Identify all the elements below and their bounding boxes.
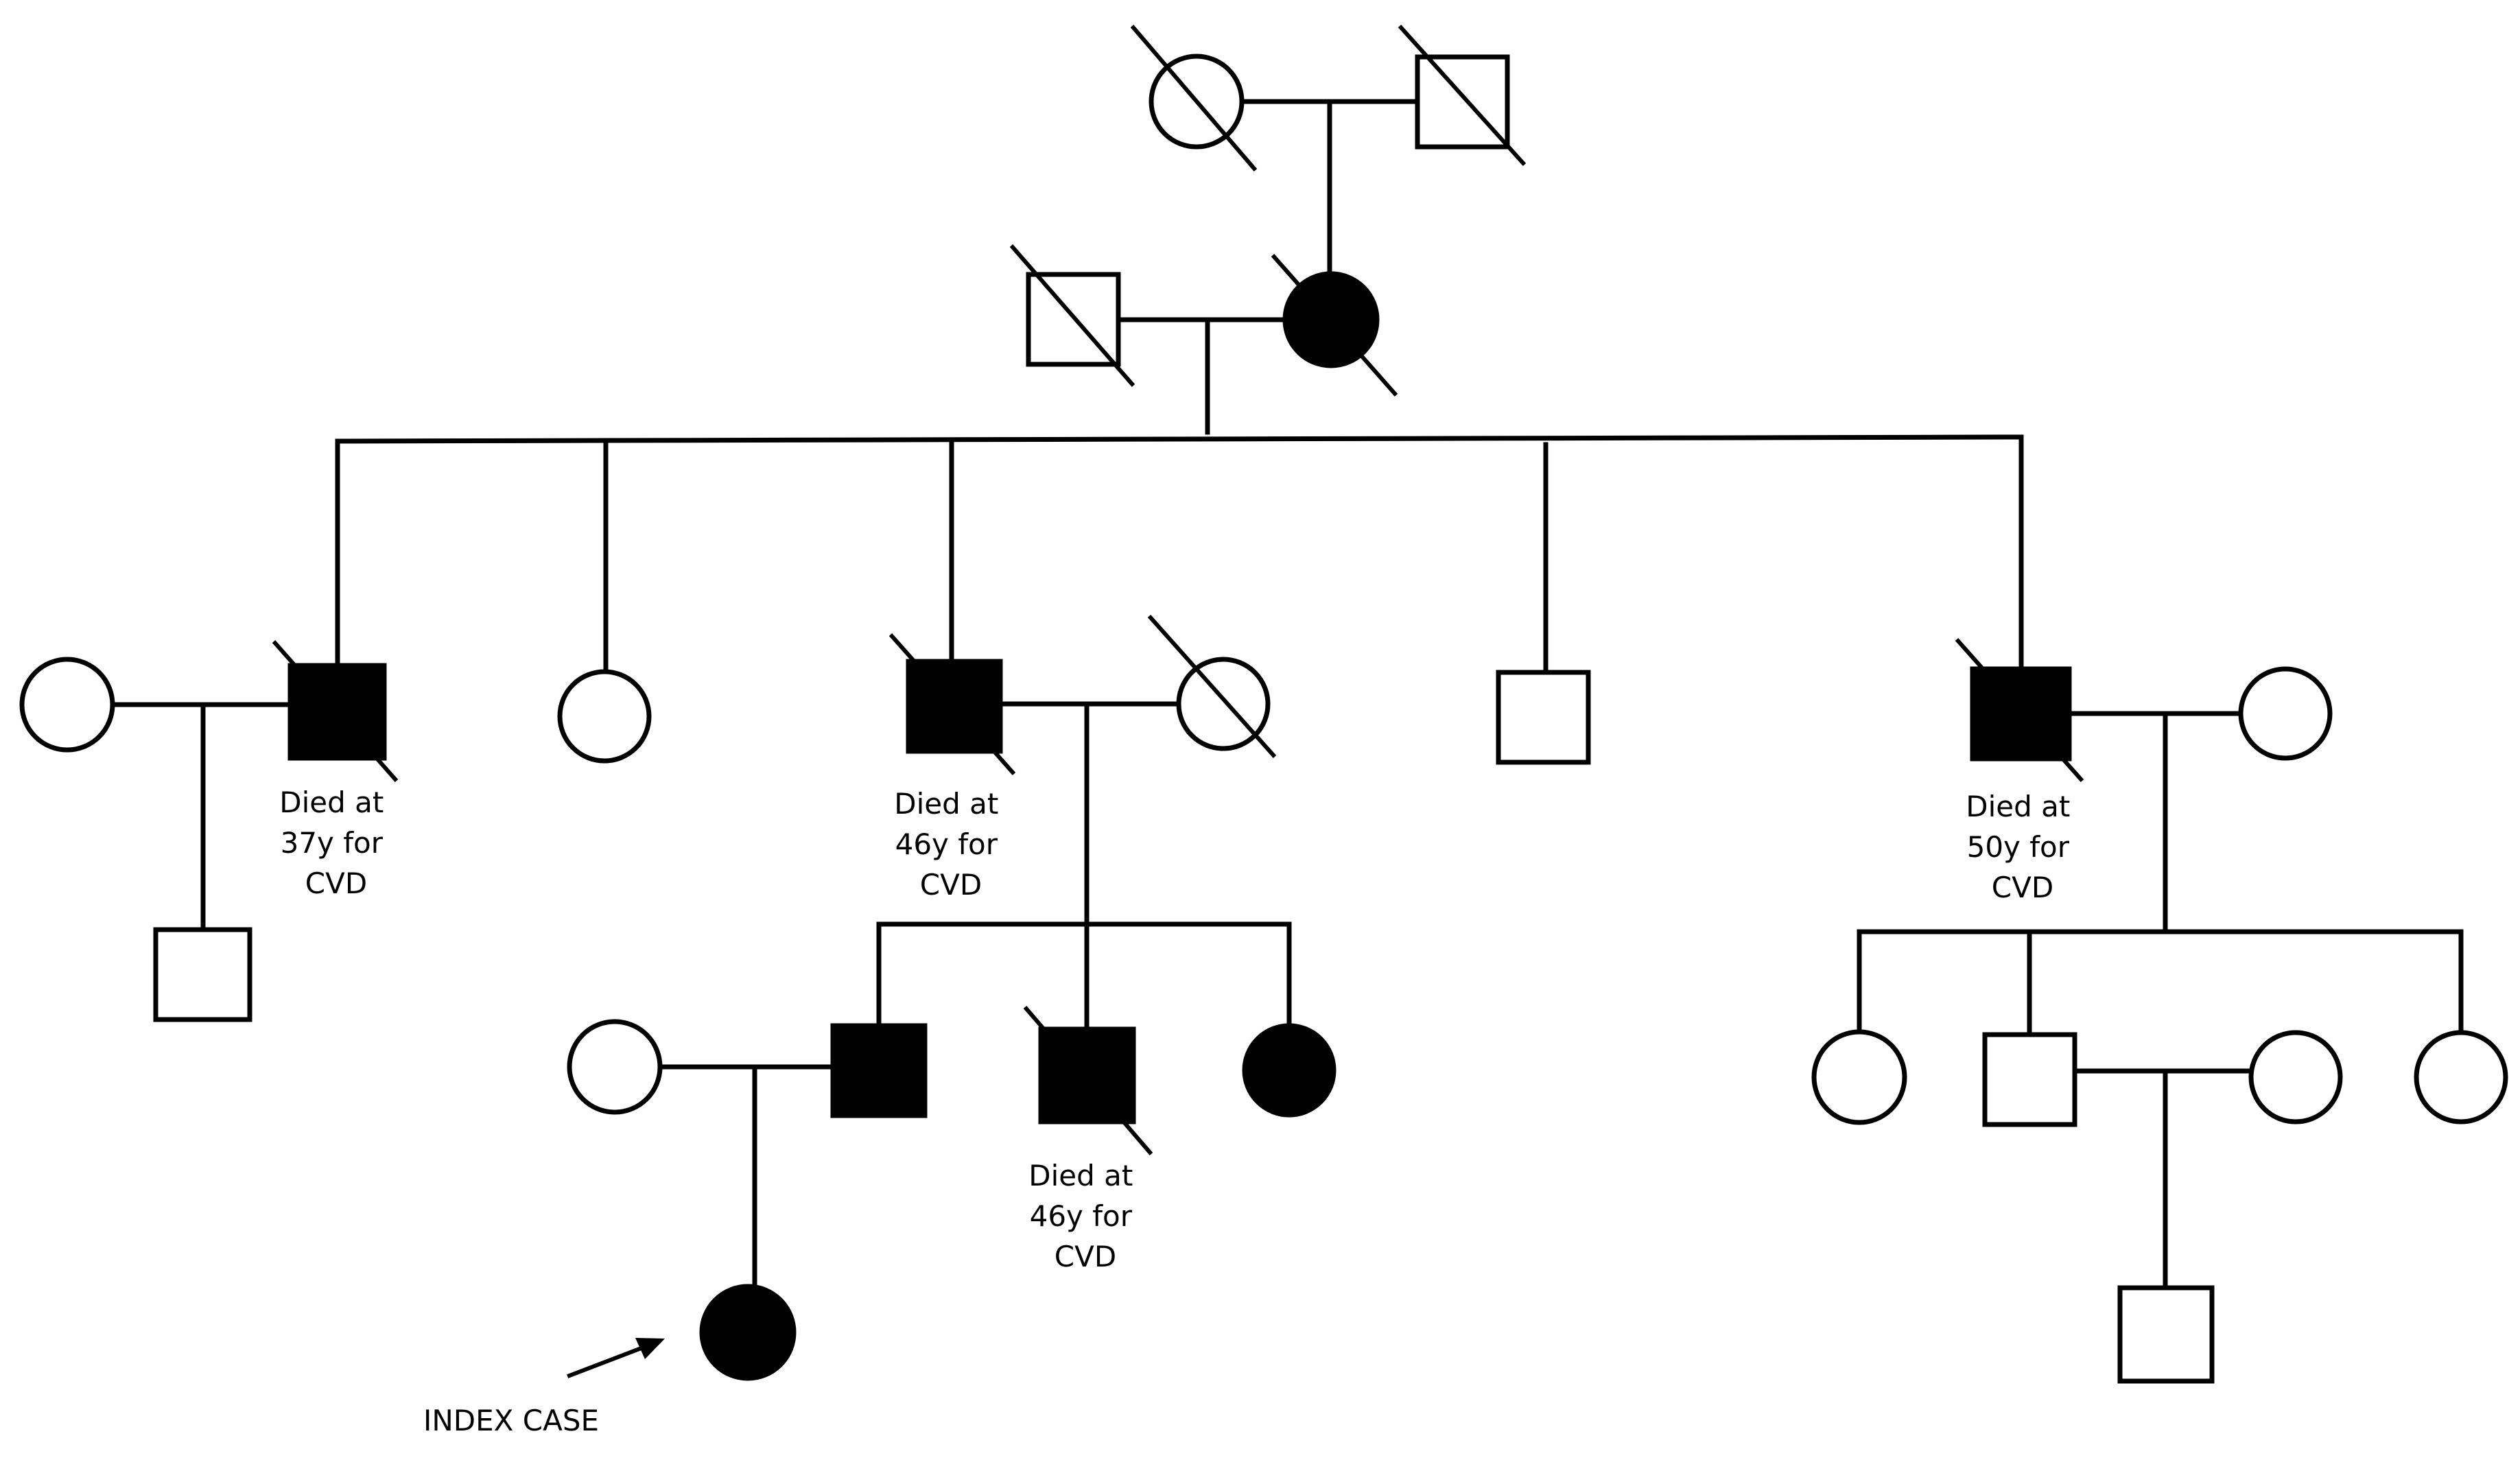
annotation-gen3-son-2: Died at 46y for CVD xyxy=(894,787,1007,902)
gen4-partner[interactable] xyxy=(567,1019,663,1115)
gen4-partner-2[interactable] xyxy=(2248,1030,2343,1125)
annotation-gen3-son-4: Died at 50y for CVD xyxy=(1966,790,2079,904)
annotation-line: 50y for xyxy=(1967,830,2070,864)
annotation-line: Died at xyxy=(1028,1159,1133,1192)
gen2-female[interactable] xyxy=(1271,254,1398,397)
gen4-daughter-3[interactable] xyxy=(2414,1030,2508,1125)
annotation-line: CVD xyxy=(1992,871,2053,904)
annotation-line: 37y for xyxy=(281,826,384,860)
index-case-label: INDEX CASE xyxy=(423,1404,599,1437)
gen2-male[interactable] xyxy=(1009,244,1135,387)
gen3-wife-1[interactable] xyxy=(19,657,115,753)
gen3-wife-2[interactable] xyxy=(1147,615,1277,758)
sibship-line xyxy=(335,434,2024,444)
individuals xyxy=(19,24,2508,1384)
gen5-index[interactable] xyxy=(699,1284,797,1381)
deceased-slash xyxy=(888,633,1016,775)
annotation-gen4-son-3: Died at 46y for CVD xyxy=(1028,1159,1142,1273)
gen4-son-1[interactable] xyxy=(153,927,252,1022)
annotation-line: Died at xyxy=(894,787,998,821)
annotation-line: CVD xyxy=(305,867,367,900)
deceased-slash xyxy=(1955,638,2084,782)
gen3-son-2[interactable] xyxy=(888,633,1016,775)
gen4-son-3[interactable] xyxy=(1023,1006,1153,1155)
gen1-female[interactable] xyxy=(1130,25,1258,172)
deceased-slash xyxy=(1130,25,1258,172)
gen4-daughter-1[interactable] xyxy=(1242,1023,1336,1118)
gen3-daughter[interactable] xyxy=(557,669,652,764)
deceased-slash xyxy=(1271,254,1398,397)
relationship-lines xyxy=(110,99,2464,1291)
gen4-son-2[interactable] xyxy=(830,1023,928,1118)
annotation-line: Died at xyxy=(1966,790,2070,823)
gen5-son[interactable] xyxy=(2117,1285,2215,1384)
gen3-son-1[interactable] xyxy=(272,640,399,782)
annotation-line: CVD xyxy=(1055,1240,1116,1273)
annotation-line: CVD xyxy=(920,868,982,902)
gen3-son-3[interactable] xyxy=(1496,670,1591,765)
deceased-slash xyxy=(1023,1006,1153,1155)
annotations: Died at 37y for CVD Died at 46y for CVD … xyxy=(279,786,2079,1437)
deceased-slash xyxy=(272,640,399,782)
annotation-line: 46y for xyxy=(1030,1199,1133,1233)
deceased-slash xyxy=(1398,24,1527,167)
index-case-arrow xyxy=(567,1338,665,1378)
gen3-wife-3[interactable] xyxy=(2238,666,2333,761)
deceased-slash xyxy=(1147,615,1277,758)
annotation-line: 46y for xyxy=(895,827,998,861)
gen3-son-4[interactable] xyxy=(1955,638,2084,782)
annotation-line: Died at xyxy=(279,786,384,819)
gen1-male[interactable] xyxy=(1398,24,1527,167)
deceased-slash xyxy=(1009,244,1135,387)
annotation-gen3-son-1: Died at 37y for CVD xyxy=(279,786,392,900)
gen4-daughter-2[interactable] xyxy=(1811,1029,1907,1125)
gen4-son-4[interactable] xyxy=(1982,1032,2077,1127)
